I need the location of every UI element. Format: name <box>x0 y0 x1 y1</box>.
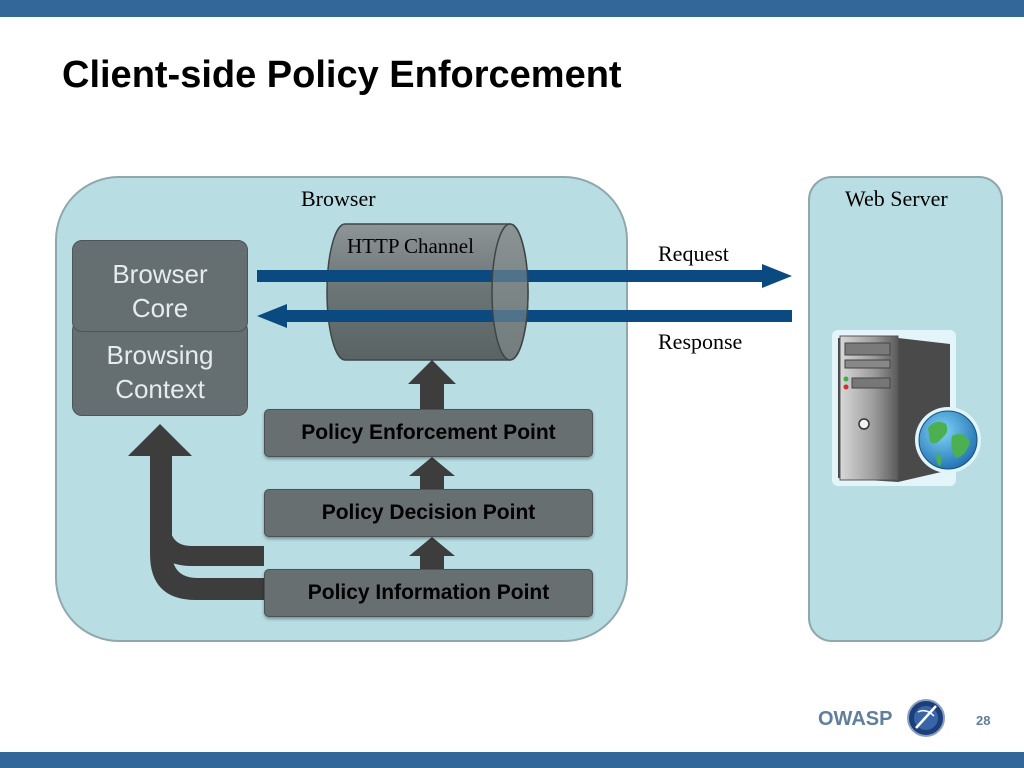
web-server-label: Web Server <box>845 186 948 211</box>
browser-core-box: Browser Core <box>72 240 248 332</box>
browser-core-line-2: Core <box>131 293 189 323</box>
feedback-arrow <box>128 424 264 600</box>
web-server-icon <box>832 330 981 486</box>
request-label: Request <box>658 241 729 266</box>
browser-core-line-1: Browser <box>112 259 208 289</box>
browsing-context-box: Browsing Context <box>72 320 248 416</box>
policy-decision-point-box: Policy Decision Point <box>264 489 593 537</box>
up-arrow-pep-channel <box>408 360 456 409</box>
owasp-brand-text: OWASP <box>818 708 893 730</box>
browsing-context-line-1: Browsing <box>106 340 214 370</box>
browser-label: Browser <box>301 186 376 211</box>
owasp-logo-icon <box>907 699 945 737</box>
policy-information-point-box: Policy Information Point <box>264 569 593 617</box>
slide-title: Client-side Policy Enforcement <box>62 54 622 96</box>
up-arrow-pdp-pep <box>409 457 455 489</box>
page-number: 28 <box>976 713 991 728</box>
policy-enforcement-point-box: Policy Enforcement Point <box>264 409 593 457</box>
up-arrow-pip-pdp <box>409 537 455 569</box>
bottom-bar <box>0 752 1024 768</box>
response-label: Response <box>658 329 743 354</box>
http-channel-cap <box>491 223 529 361</box>
http-channel-label: HTTP Channel <box>347 234 474 258</box>
response-arrow <box>257 304 792 328</box>
top-bar <box>0 0 1024 17</box>
browsing-context-line-2: Context <box>115 374 205 404</box>
